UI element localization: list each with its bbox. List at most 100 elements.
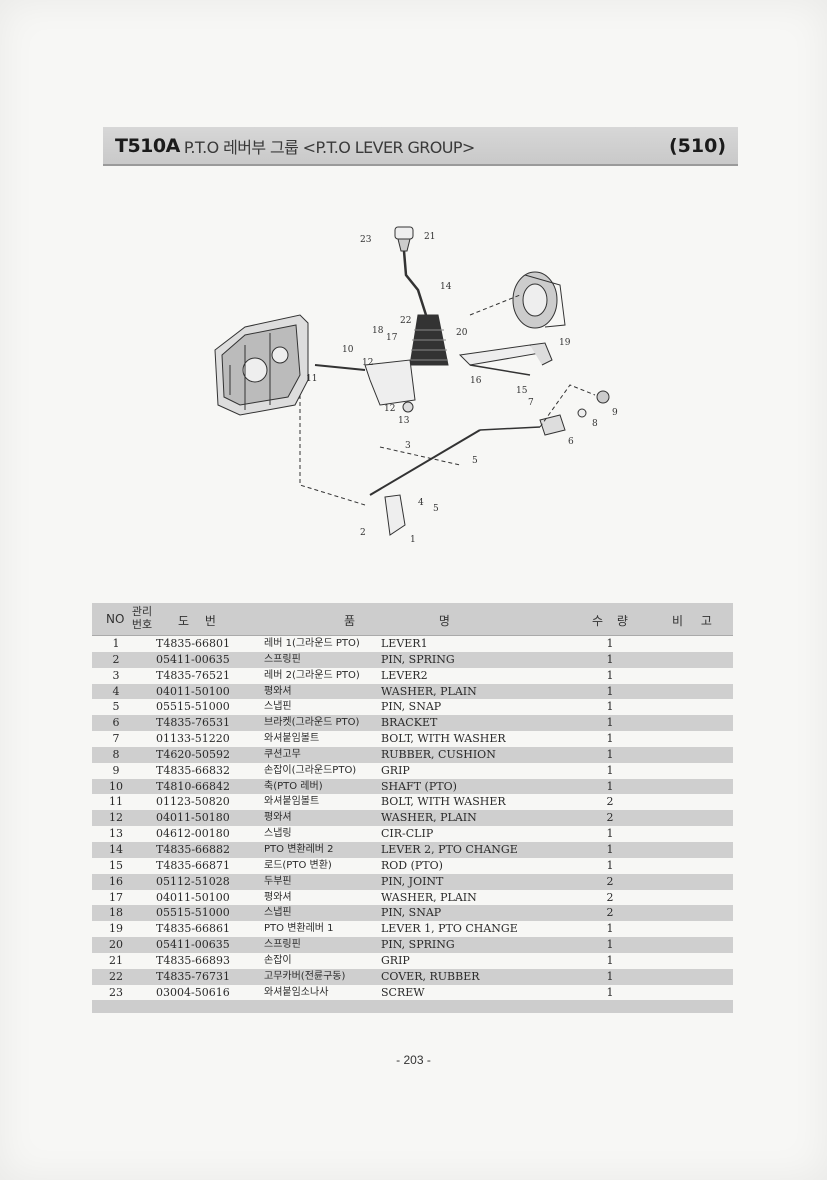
row-number: 21 (109, 953, 123, 967)
row-name-english: BOLT, WITH WASHER (381, 732, 506, 746)
row-name-english: BRACKET (381, 716, 438, 730)
row-number: 14 (109, 842, 123, 856)
row-quantity: 1 (606, 763, 614, 777)
callout-19: 19 (559, 338, 571, 348)
row-name-korean: PTO 변환레버 1 (264, 923, 334, 935)
row-number: 23 (109, 985, 123, 999)
row-part-number: T4835-66832 (156, 763, 231, 777)
group-code: T510A (115, 134, 180, 157)
row-quantity: 1 (606, 938, 614, 952)
table-footer-bar (92, 1000, 733, 1014)
row-number: 10 (109, 779, 123, 793)
row-name-korean: 스프링핀 (264, 653, 301, 665)
row-name-korean: 평와셔 (264, 891, 292, 903)
row-number: 16 (109, 874, 123, 888)
callout-1: 1 (410, 535, 416, 545)
row-part-number: T4835-76731 (156, 969, 231, 983)
callout-labels: 23 21 14 22 20 19 18 17 10 12 11 16 15 7… (306, 232, 618, 545)
row-quantity: 1 (606, 747, 614, 761)
row-name-korean: 손잡이(그라운드PTO) (264, 764, 357, 776)
group-title: P.T.O 레버부 그룹 <P.T.O LEVER GROUP> (183, 137, 476, 157)
callout-3: 3 (405, 441, 411, 451)
row-name-korean: 두부핀 (264, 875, 292, 887)
row-quantity: 2 (606, 874, 614, 888)
group-title-bar: T510A P.T.O 레버부 그룹 <P.T.O LEVER GROUP> (… (103, 127, 738, 166)
row-part-number: 01123-50820 (156, 795, 230, 809)
row-name-english: LEVER1 (381, 637, 428, 650)
table-row: 23 03004-50616 와셔붙임소나사 SCREW 1 (92, 985, 733, 1001)
callout-11: 11 (306, 374, 317, 384)
callout-16: 16 (470, 376, 482, 386)
row-quantity: 1 (606, 668, 614, 682)
row-part-number: T4835-66861 (156, 922, 231, 936)
callout-4: 4 (418, 498, 424, 508)
row-quantity: 1 (606, 985, 614, 999)
row-quantity: 2 (606, 906, 614, 920)
callout-12-lower: 12 (384, 404, 395, 414)
row-quantity: 1 (606, 779, 614, 793)
header-part-name: 품 명 (344, 614, 450, 628)
row-number: 7 (112, 732, 120, 746)
row-name-english: COVER, RUBBER (381, 969, 480, 983)
row-part-number: 05515-51000 (156, 700, 230, 714)
row-name-korean: 스냅핀 (264, 701, 292, 713)
row-number: 19 (109, 922, 123, 936)
row-quantity: 1 (606, 969, 614, 983)
row-number: 4 (112, 684, 120, 698)
exploded-parts-diagram: 23 21 14 22 20 19 18 17 10 12 11 16 15 7… (214, 226, 618, 545)
row-name-korean: 와셔붙임소나사 (264, 986, 329, 998)
row-part-number: 05411-00635 (156, 938, 230, 952)
row-name-korean: 브라켓(그라운드 PTO) (264, 717, 360, 729)
row-name-english: ROD (PTO) (381, 858, 443, 872)
row-name-english: WASHER, PLAIN (381, 890, 477, 904)
callout-2: 2 (360, 528, 366, 538)
row-part-number: T4835-66882 (156, 842, 231, 856)
row-name-english: LEVER2 (381, 668, 428, 682)
row-number: 20 (109, 938, 123, 952)
header-qty: 수 량 (592, 614, 628, 628)
row-quantity: 2 (606, 795, 614, 809)
row-name-korean: 와셔붙임볼트 (264, 733, 320, 745)
row-name-english: GRIP (381, 763, 410, 777)
row-name-english: RUBBER, CUSHION (381, 747, 496, 761)
row-quantity: 2 (606, 811, 614, 825)
row-part-number: 05515-51000 (156, 906, 230, 920)
callout-6: 6 (568, 437, 574, 447)
row-part-number: T4835-76531 (156, 716, 231, 730)
row-name-korean: 축(PTO 레버) (264, 780, 323, 792)
row-quantity: 1 (606, 922, 614, 936)
row-number: 11 (109, 795, 123, 809)
header-mgmt-no: 관리 번호 (131, 605, 153, 631)
row-quantity: 1 (606, 716, 614, 730)
header-no: NO (106, 612, 125, 626)
row-part-number: 04011-50180 (156, 811, 230, 825)
row-number: 18 (109, 906, 123, 920)
row-part-number: 01133-51220 (156, 732, 230, 746)
table-header: NO 관리 번호 도 번 품 명 수 량 비 고 (92, 603, 733, 636)
callout-20: 20 (456, 328, 468, 338)
row-name-english: SCREW (381, 985, 425, 999)
row-name-english: PIN, SPRING (381, 938, 455, 952)
row-part-number: T4620-50592 (156, 747, 231, 761)
row-name-korean: 스냅핀 (264, 907, 292, 919)
row-name-english: CIR-CLIP (381, 827, 434, 841)
row-part-number: 03004-50616 (156, 985, 230, 999)
row-name-korean: 레버 2(그라운드 PTO) (264, 669, 360, 681)
row-part-number: 05411-00635 (156, 652, 230, 666)
callout-5-lower: 5 (433, 504, 439, 514)
row-name-korean: 스프링핀 (264, 939, 301, 951)
row-name-english: PIN, SNAP (381, 906, 442, 920)
row-number: 12 (109, 811, 123, 825)
row-quantity: 2 (606, 890, 614, 904)
row-number: 5 (112, 700, 120, 714)
